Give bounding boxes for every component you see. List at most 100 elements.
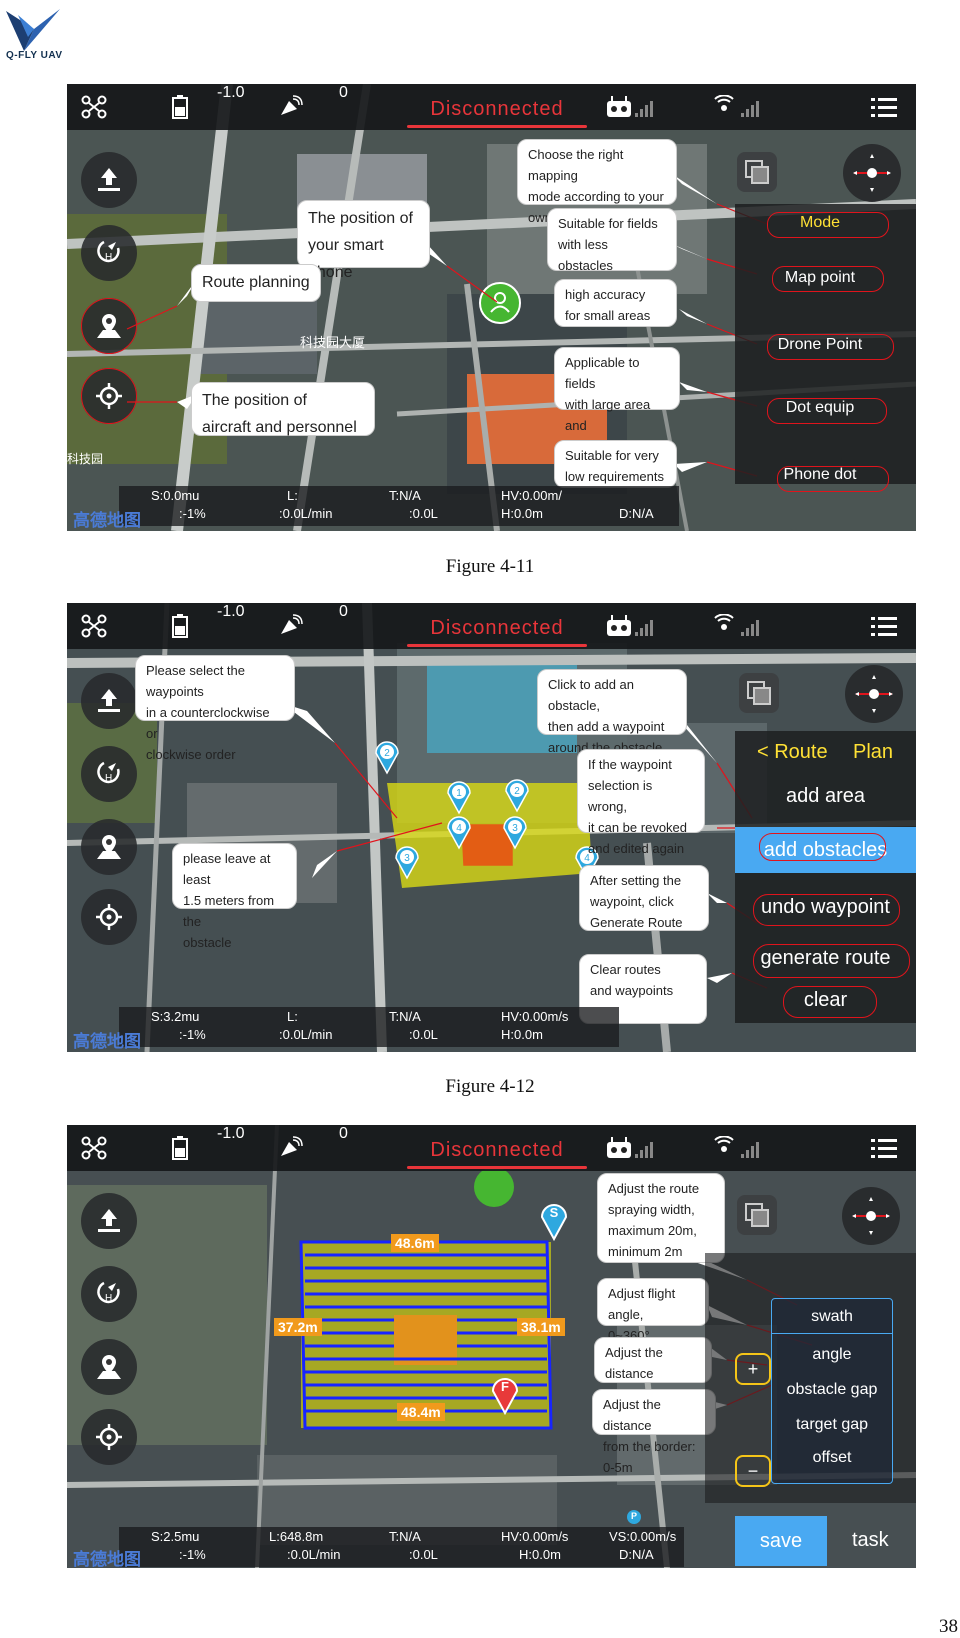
decrease-button[interactable]: − [735,1455,771,1487]
setting-target-gap[interactable]: target gap [795,1416,869,1433]
locate-button[interactable] [81,1409,137,1465]
layer-toggle-button[interactable] [737,1195,777,1235]
crosshair-icon [96,904,122,930]
telemetry-height: H:0.0m [519,1547,561,1562]
layers-icon [745,1203,769,1227]
mode-drone-point[interactable]: Drone Point [777,336,863,353]
mode-phone-dot[interactable]: Phone dot [783,466,857,483]
menu-list-icon[interactable] [871,1136,897,1160]
remote-controller-icon [607,1137,653,1158]
mode-map-point[interactable]: Map point [784,269,856,286]
svg-text:1: 1 [456,788,462,799]
layer-toggle-button[interactable] [739,673,779,713]
add-obstacles-button[interactable]: add obstacles [763,839,888,861]
callout-generate-route: After setting the waypoint, click Genera… [579,865,709,931]
telemetry-hspeed: HV:0.00m/ [501,488,562,503]
callout-waypoint-order: Please select the waypoints in a counter… [135,655,295,762]
menu-list-icon[interactable] [871,614,897,638]
swath-row [772,1301,892,1334]
battery-icon [172,1136,188,1160]
increase-button[interactable]: + [735,1353,771,1385]
parking-marker-label: P [630,1511,637,1521]
map-watermark: 高德地图 [73,511,141,530]
takeoff-button[interactable] [81,673,137,729]
generate-route-button[interactable]: generate route [760,947,891,969]
waypoint-markers: 2 1 2 4 3 3 4 [282,703,768,989]
highlight-ring [81,368,137,424]
return-home-button[interactable]: H [81,225,137,281]
highlight-ring [759,833,886,861]
compass-icon [853,154,891,192]
task-button[interactable]: task [852,1529,889,1551]
telemetry-length: L: [287,488,298,503]
route-back-button[interactable]: < Route [757,741,828,763]
mode-dot-equip[interactable]: Dot equip [785,399,855,416]
clear-button[interactable]: clear [803,989,848,1011]
menu-list-icon[interactable] [871,95,897,119]
waypoint-2b: 2 [505,779,529,813]
telemetry-bar: S:3.2mu L: T:N/A HV:0.00m/s :-1% :0.0L/m… [119,1007,619,1047]
takeoff-button[interactable] [81,152,137,208]
takeoff-icon [98,689,120,712]
callout-high-accuracy: high accuracy for small areas [554,279,677,327]
phone-position-marker [479,282,521,324]
telemetry-area: S:3.2mu [151,1009,200,1024]
highlight-ring [767,212,889,238]
start-marker-label: S [549,1205,559,1220]
phone-marker [474,1167,514,1207]
telemetry-time: T:N/A [389,488,421,503]
route-planning-button[interactable] [81,1339,137,1395]
signal-value: 0 [339,1125,348,1142]
telemetry-length: L:648.8m [269,1529,324,1544]
compass-button[interactable] [842,1187,900,1245]
callout-large-area: Applicable to fields with large area and… [554,347,680,454]
return-home-icon: H [97,1281,120,1304]
compass-button[interactable] [845,665,903,723]
drone-icon[interactable] [81,614,107,638]
waypoint-4a: 4 [447,816,471,850]
map-pin-icon [97,835,121,859]
callout-aircraft-position: The position of aircraft and personnel [191,382,375,436]
callout-leave-distance: please leave at least 1.5 meters from th… [172,843,297,950]
telemetry-volume: :0.0L [409,1027,438,1042]
screenshot-route-settings: S F P 48.6m 37.2m 38.1m 48.4m -1.0 0 Dis… [67,1125,916,1568]
wifi-signal-icon [714,1136,759,1158]
telemetry-bar: S:2.5mu L:648.8m T:N/A HV:0.00m/s VS:0.0… [119,1527,684,1567]
setting-obstacle-gap[interactable]: obstacle gap [786,1381,878,1398]
finish-marker [491,1378,519,1416]
compass-button[interactable] [843,144,901,202]
locate-button[interactable] [81,889,137,945]
q-fly-logo [6,9,60,51]
remote-controller-icon [607,615,653,636]
undo-waypoint-button[interactable]: undo waypoint [761,896,890,918]
setting-angle[interactable]: angle [812,1346,852,1363]
return-home-button[interactable]: H [81,746,137,802]
start-marker [540,1204,568,1242]
drone-icon[interactable] [81,1136,107,1160]
route-planning-button[interactable] [81,819,137,875]
return-home-button[interactable]: H [81,1266,137,1322]
takeoff-button[interactable] [81,1193,137,1249]
return-home-icon: H [97,240,120,263]
crosshair-icon [96,1424,122,1450]
finish-marker-label: F [501,1379,509,1394]
add-area-button[interactable]: add area [786,785,865,807]
highlight-ring [81,298,137,354]
route-plan-panel: < Route Plan add area add obstacles undo… [735,731,916,1023]
setting-swath[interactable]: swath [811,1308,853,1325]
parking-marker [627,1510,641,1524]
save-button[interactable]: save [735,1516,827,1566]
setting-offset[interactable]: offset [812,1449,852,1466]
layer-toggle-button[interactable] [737,152,777,192]
waypoint-3a: 3 [503,816,527,850]
logo-text: Q-FLY UAV [6,50,63,61]
telemetry-area: S:0.0mu [151,488,200,503]
waypoint-pins: 2 1 2 4 3 3 4 [375,741,599,880]
map-pin-icon [97,1355,121,1379]
telemetry-flow: :0.0L/min [279,1027,333,1042]
compass-icon [852,1197,890,1235]
svg-text:4: 4 [456,823,462,834]
drone-icon[interactable] [81,95,107,119]
battery-value: -1.0 [217,84,245,101]
telemetry-percent: :-1% [179,506,206,521]
